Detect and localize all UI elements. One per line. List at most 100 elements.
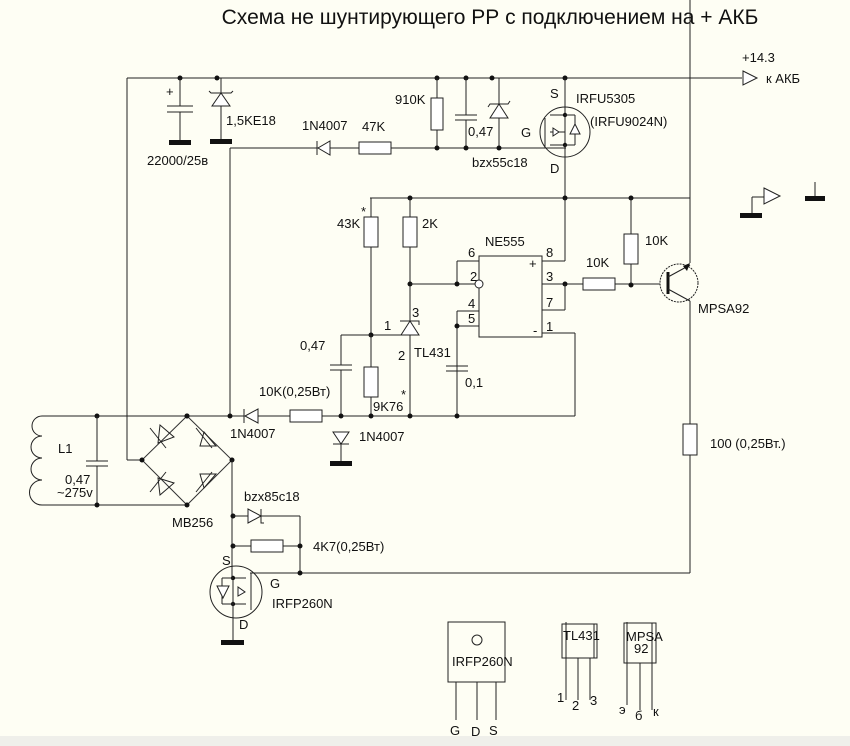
c-main-label: 22000/25в (147, 153, 208, 168)
tl431-pinout-name: TL431 (563, 628, 600, 643)
bridge-rectifier-mb256 (139, 413, 235, 508)
r43-label: 43K (337, 216, 360, 231)
tl431-pin3: 3 (412, 305, 419, 320)
qp-g-label: G (521, 125, 531, 140)
inductor-l1 (29, 415, 187, 506)
r100-label: 100 (0,25Вт.) (710, 436, 786, 451)
resistor-10k-pullup (623, 233, 639, 265)
bridge-label: MB256 (172, 515, 213, 530)
c047-top-label: 0,47 (468, 124, 493, 139)
mosfet-irfp260n (209, 565, 263, 645)
qp-d-label: D (550, 161, 559, 176)
c01-label: 0,1 (465, 375, 483, 390)
top-rail (126, 77, 742, 461)
output-label: к АКБ (766, 71, 800, 86)
ic-name: NE555 (485, 234, 525, 249)
tl431-pinout-2: 2 (572, 698, 579, 713)
tl431-pinout-1: 1 (557, 690, 564, 705)
pin-3: 3 (546, 269, 553, 284)
tl431-pin2: 2 (398, 348, 405, 363)
qp-alt-name: (IRFU9024N) (590, 114, 667, 129)
ic-ne555 (454, 198, 585, 416)
pin-4: 4 (468, 296, 475, 311)
diode-1n4007-top (316, 140, 340, 156)
tvs-diode (208, 78, 234, 144)
pinout-mpsa92 (623, 622, 657, 710)
mosfet-irfu5305 (539, 78, 591, 198)
diagram-title: Схема не шунтирующего РР с подключением … (221, 6, 759, 29)
zener-top-label: bzx55c18 (472, 155, 528, 170)
pin-7: 7 (546, 295, 553, 310)
ic-plus: + (529, 256, 537, 271)
pin-2: 2 (470, 269, 477, 284)
ground-icon (210, 139, 232, 144)
zener-bzx55c18 (487, 78, 511, 148)
capacitor-22000 (167, 78, 193, 145)
resistor-43k (363, 216, 379, 248)
resistor-910k (430, 97, 444, 131)
footer-band (0, 736, 850, 746)
qp-name: IRFU5305 (576, 91, 635, 106)
d1-label: 1N4007 (302, 118, 348, 133)
signal-port-ground-icon (740, 187, 782, 218)
polarity-plus: + (166, 84, 174, 99)
pin-8: 8 (546, 245, 553, 260)
r47-label: 47K (362, 119, 385, 134)
ground-icon (805, 182, 825, 201)
d2-label: 1N4007 (230, 426, 276, 441)
zener-bot-label: bzx85c18 (244, 489, 300, 504)
c047-mid-label: 0,47 (300, 338, 325, 353)
diode-1n4007-input (243, 408, 259, 424)
to247-name: IRFP260N (452, 654, 513, 669)
r9k76-label: 9K76 (373, 399, 403, 414)
r43-star: * (361, 204, 366, 219)
r910-label: 910K (395, 92, 426, 107)
qn-name: IRFP260N (272, 596, 333, 611)
tvs-label: 1,5KE18 (226, 113, 276, 128)
tl431-regulator (371, 320, 420, 416)
resistor-47k (358, 141, 392, 155)
r9k76-star: * (401, 387, 406, 402)
mpsa92-pin-b: б (635, 708, 642, 723)
pinout-to247 (447, 621, 506, 720)
output-port-icon (742, 70, 759, 86)
l1-label: L1 (58, 441, 72, 456)
pinout-tl431 (561, 622, 598, 700)
tl431-pin1: 1 (384, 318, 391, 333)
mpsa92-pin-k: к (653, 704, 659, 719)
qn-d-label: D (239, 617, 248, 632)
d3-label: 1N4007 (359, 429, 405, 444)
r2k-label: 2K (422, 216, 438, 231)
pin-5: 5 (468, 311, 475, 326)
resistor-10k-025w (289, 409, 323, 423)
qp-s-label: S (550, 86, 559, 101)
to247-pin-g: G (450, 723, 460, 738)
resistor-10k-base (582, 277, 616, 291)
pin-1: 1 (546, 319, 553, 334)
ground-icon (169, 140, 191, 145)
r10k-b-label: 10K (645, 233, 668, 248)
pin-6: 6 (468, 245, 475, 260)
r4k7-label: 4K7(0,25Вт) (313, 539, 384, 554)
resistor-9k76 (363, 366, 379, 398)
qn-s-label: S (222, 553, 231, 568)
resistor-4k7 (250, 539, 284, 553)
resistor-2k (402, 216, 418, 248)
cl1-voltage: ~275v (57, 485, 93, 500)
diode-1n4007-ground (330, 431, 352, 466)
r10k-025-label: 10K(0,25Вт) (259, 384, 330, 399)
bjt-name: MPSA92 (698, 301, 749, 316)
cl1-value: 0,47 (65, 472, 90, 487)
ic-minus: - (533, 323, 537, 338)
r10k-a-label: 10K (586, 255, 609, 270)
mpsa92-pin-e: э (619, 702, 626, 717)
ground-icon (221, 640, 244, 645)
mpsa92-name-2: 92 (634, 641, 648, 656)
to247-pin-d: D (471, 724, 480, 739)
output-voltage: +14.3 (742, 50, 775, 65)
transistor-mpsa92 (659, 263, 699, 424)
tl431-label: TL431 (414, 345, 451, 360)
resistor-100 (682, 423, 698, 456)
to247-pin-s: S (489, 723, 498, 738)
